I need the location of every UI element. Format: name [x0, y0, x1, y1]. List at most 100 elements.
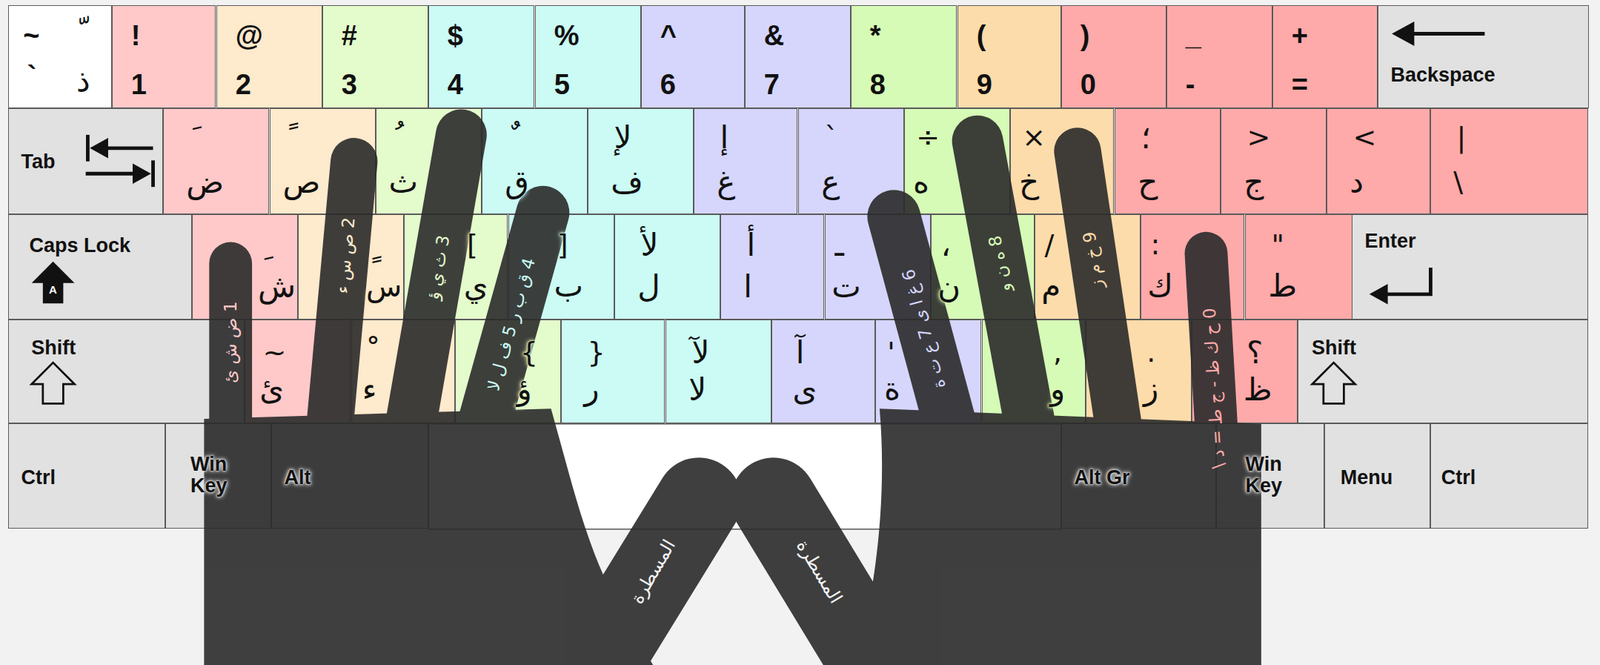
key-label: 2 — [235, 68, 252, 102]
key-label: { — [520, 336, 539, 370]
key-label: Tab — [21, 150, 56, 174]
keyboard-key: لإ ف — [587, 108, 694, 215]
left-thumb — [612, 500, 699, 642]
left-ring-finger — [328, 161, 354, 440]
key-label: , — [1053, 336, 1062, 370]
key-label: / — [1044, 228, 1054, 262]
key-label: غ — [716, 164, 736, 201]
keyboard-key: ؛ح — [1114, 108, 1221, 215]
key-label: ^ — [660, 20, 677, 53]
key-label: لإ — [613, 120, 632, 156]
key-label: * — [870, 20, 882, 53]
icon-letter: A — [48, 283, 58, 297]
key-label: ( — [976, 20, 987, 53]
key-label: لآ — [691, 334, 710, 371]
keyboard-key: @2 — [216, 5, 323, 109]
key-label: Ctrl — [21, 466, 57, 490]
keyboard-key: Backspace — [1377, 5, 1589, 109]
shift-arrow — [1312, 362, 1356, 404]
keyboard-key: <د — [1326, 108, 1431, 215]
key-label: ؟ — [1246, 334, 1263, 371]
key-label: آ — [795, 334, 805, 371]
backspace-arrow — [1408, 31, 1485, 36]
key-label: لأ — [640, 227, 659, 264]
key-label: ص — [283, 164, 321, 201]
key-label: ف — [610, 164, 644, 201]
keyboard-key: لأ ل — [614, 214, 721, 320]
left-pinky — [208, 263, 252, 480]
key-label: ت — [831, 269, 862, 305]
keyboard-key: Menu — [1324, 423, 1431, 529]
key-label: + — [1291, 20, 1309, 53]
key-label: ك — [1147, 268, 1174, 304]
key-label: ل — [637, 269, 661, 305]
keyboard-key: َض — [163, 108, 270, 215]
key-label: [ — [466, 228, 478, 262]
key-label: : — [1150, 228, 1160, 262]
keyboard-key: "ط — [1245, 214, 1353, 320]
key-label: ! — [131, 20, 141, 53]
key-label: - — [1185, 68, 1196, 102]
key-label: @ — [235, 20, 264, 53]
keyboard-key: Tab — [8, 108, 164, 215]
key-label: Shift — [31, 336, 76, 360]
keyboard-key: ^6 — [641, 5, 745, 109]
key-label: ي — [463, 268, 489, 304]
tab-arrowhead — [89, 137, 109, 159]
key-label: ة — [884, 371, 901, 407]
key-label: 5 — [554, 68, 570, 102]
keyboard-key: >ج — [1220, 108, 1327, 215]
left-index-finger — [479, 212, 543, 440]
enter-arrowhead — [1369, 283, 1389, 305]
keyboard-key: %5 — [535, 5, 642, 109]
key-label: $ — [447, 20, 464, 53]
key-label: ظ — [1243, 372, 1273, 408]
key-label: ئ — [259, 371, 284, 407]
key-label: م — [1041, 268, 1061, 304]
key-label: د — [1349, 164, 1364, 201]
key-label: ق — [504, 164, 530, 201]
key-label: ` — [824, 121, 839, 155]
keyboard-key: لآلا — [665, 319, 772, 424]
key-label: ج — [1243, 164, 1264, 201]
key-label: 9 — [976, 68, 993, 102]
right-index-finger — [893, 216, 954, 439]
keyboard-key: #3 — [322, 5, 429, 109]
right-ring-finger — [1077, 151, 1121, 440]
key-label: Enter — [1365, 229, 1417, 253]
key-label: إ — [719, 120, 729, 156]
tab-arrow — [85, 171, 140, 176]
key-label: Win Key — [190, 453, 228, 496]
key-label: 3 — [341, 68, 358, 102]
key-label: } — [586, 336, 605, 370]
key-label: 6 — [660, 68, 676, 102]
key-label: 7 — [764, 68, 780, 102]
key-label: Menu — [1340, 466, 1394, 490]
keyboard-key: |\ — [1430, 108, 1589, 215]
key-label: ز — [1143, 371, 1159, 407]
key-label: ث — [389, 164, 419, 201]
keyboard-key: )0 — [1061, 5, 1167, 109]
enter-arrow — [1383, 267, 1431, 295]
keyboard-key: &7 — [744, 5, 851, 109]
key-label: ؛ — [1140, 120, 1151, 156]
key-label: ء — [362, 372, 378, 408]
key-label: ش — [257, 269, 296, 305]
key-label: ' — [887, 336, 895, 370]
key-label: Backspace — [1391, 63, 1496, 87]
key-label: ب — [554, 268, 584, 304]
key-label: ـ — [834, 227, 844, 264]
key-label: ى — [792, 372, 818, 408]
left-middle-finger — [408, 134, 462, 440]
key-label: خ — [1018, 164, 1039, 201]
key-label: < — [1352, 121, 1377, 155]
key-label: \ — [1453, 166, 1463, 199]
keyboard-key: Caps Lock — [8, 214, 192, 320]
keyboard-key: _- — [1166, 5, 1273, 109]
keyboard-key: إغ — [693, 108, 798, 215]
key-label: % — [554, 20, 580, 53]
key-label: ع — [821, 164, 840, 201]
key-label: ن — [937, 269, 961, 305]
key-label: . — [1146, 336, 1156, 370]
right-middle-finger — [977, 140, 1033, 439]
